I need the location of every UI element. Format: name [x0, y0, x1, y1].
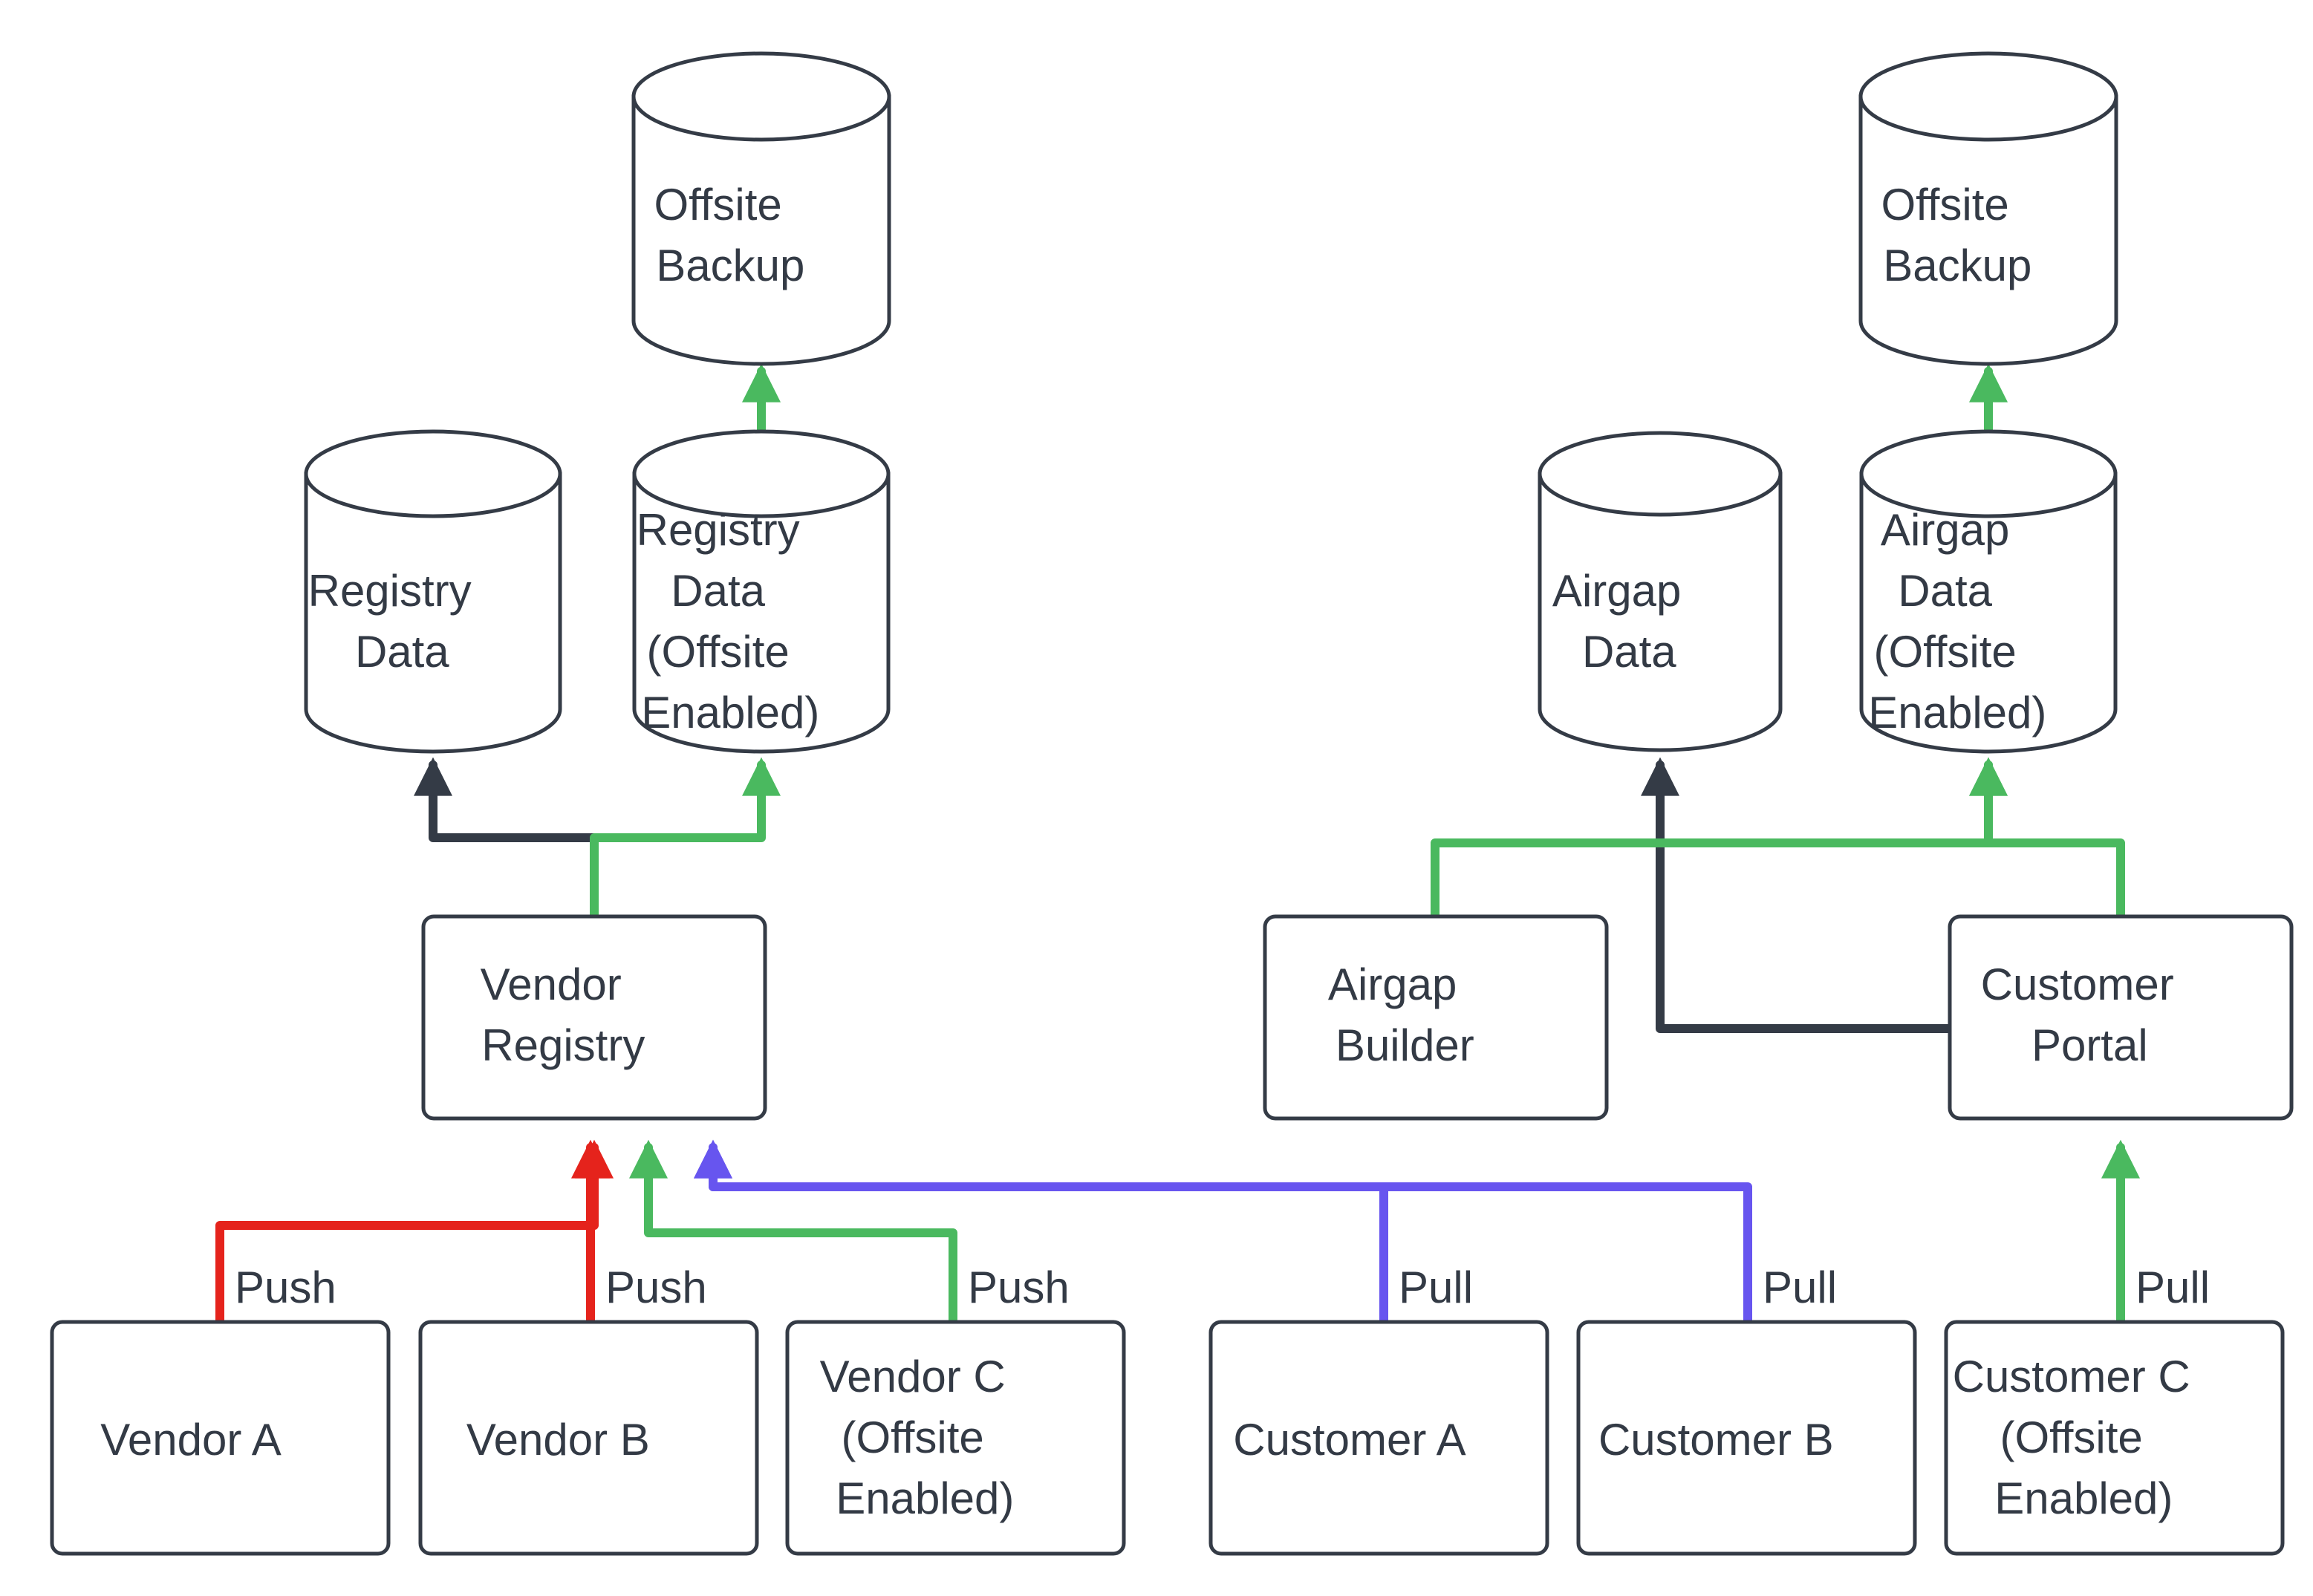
node-label: Offsite Backup [654, 180, 869, 290]
edge-vendor-c-push [629, 1139, 957, 1326]
cylinder-body [632, 472, 891, 754]
node-offsite-backup-right[interactable]: Offsite Backup [1858, 51, 2118, 366]
node-label: Vendor A [100, 1415, 341, 1465]
node-label: Airgap Data (Offsite Enabled) [1868, 505, 2109, 737]
cylinder-body [1859, 472, 2118, 754]
cylinder-top [631, 51, 891, 142]
edge-customer-b-pull [694, 1139, 1752, 1326]
node-label: Airgap Builder [1328, 960, 1543, 1070]
box-shape [1944, 1320, 2285, 1556]
edge-label-pull-1: Pull [1399, 1263, 1473, 1312]
box-shape [50, 1320, 391, 1556]
node-registry-data[interactable]: Registry Data [304, 429, 562, 754]
cylinder-body [631, 94, 891, 366]
cylinder-body [1538, 472, 1783, 752]
node-label: Customer A [1233, 1415, 1526, 1465]
node-label: Registry Data [308, 566, 559, 677]
cylinder-body [304, 472, 562, 754]
cylinder-top [632, 429, 891, 518]
box-shape [1576, 1320, 1917, 1556]
edge-label-push-2: Push [605, 1263, 707, 1312]
box-shape [421, 914, 767, 1121]
node-vendor-b[interactable]: Vendor B [418, 1320, 759, 1556]
node-label: Customer Portal [1981, 960, 2261, 1070]
node-label: Offsite Backup [1881, 180, 2096, 290]
cylinder-top [1859, 429, 2118, 518]
edge-vendor-registry-to-registry-data-offsite [590, 757, 781, 921]
cylinder-top [304, 429, 562, 518]
cylinder-body [1858, 94, 2118, 366]
node-offsite-backup-left[interactable]: Offsite Backup [631, 51, 891, 366]
edge-label-push-3: Push [968, 1263, 1070, 1312]
node-vendor-c[interactable]: Vendor C (Offsite Enabled) [785, 1320, 1126, 1556]
edges-layer [215, 363, 2140, 1326]
node-label: Vendor C (Offsite Enabled) [820, 1352, 1093, 1523]
edge-customer-portal-to-airgap-data-offsite [1969, 757, 2125, 921]
node-vendor-a[interactable]: Vendor A [50, 1320, 391, 1556]
box-shape [785, 1320, 1126, 1556]
node-label: Customer B [1598, 1415, 1896, 1465]
node-customer-c[interactable]: Customer C (Offsite Enabled) [1944, 1320, 2285, 1556]
edge-customer-portal-to-airgap-data [1641, 757, 1956, 1033]
edge-label-push-1: Push [235, 1263, 336, 1312]
node-label: Vendor Registry [481, 960, 709, 1070]
node-customer-b[interactable]: Customer B [1576, 1320, 1917, 1556]
edge-labels-layer: Push Push Push Pull Pull Pull [235, 1263, 2210, 1312]
node-customer-portal[interactable]: Customer Portal [1948, 914, 2294, 1121]
node-airgap-data-offsite[interactable]: Airgap Data (Offsite Enabled) [1859, 429, 2118, 754]
box-shape [1948, 914, 2294, 1121]
node-customer-a[interactable]: Customer A [1208, 1320, 1549, 1556]
edge-airgap-builder-to-airgap-data-offsite [1431, 757, 2008, 921]
cylinder-top [1538, 431, 1783, 517]
node-label: Vendor B [466, 1415, 712, 1465]
edge-vendor-registry-to-registry-data [414, 757, 599, 921]
node-label: Airgap Data [1552, 566, 1768, 677]
edge-label-pull-2: Pull [1763, 1263, 1837, 1312]
node-label: Customer C (Offsite Enabled) [1953, 1352, 2277, 1523]
edge-label-pull-3: Pull [2135, 1263, 2210, 1312]
node-vendor-registry[interactable]: Vendor Registry [421, 914, 767, 1121]
node-airgap-data[interactable]: Airgap Data [1538, 431, 1783, 752]
box-shape [1263, 914, 1609, 1121]
cylinder-top [1858, 51, 2118, 142]
box-shape [1208, 1320, 1549, 1556]
node-airgap-builder[interactable]: Airgap Builder [1263, 914, 1609, 1121]
box-shape [418, 1320, 759, 1556]
node-label: Registry Data (Offsite Enabled) [637, 505, 887, 737]
node-registry-data-offsite[interactable]: Registry Data (Offsite Enabled) [632, 429, 891, 754]
